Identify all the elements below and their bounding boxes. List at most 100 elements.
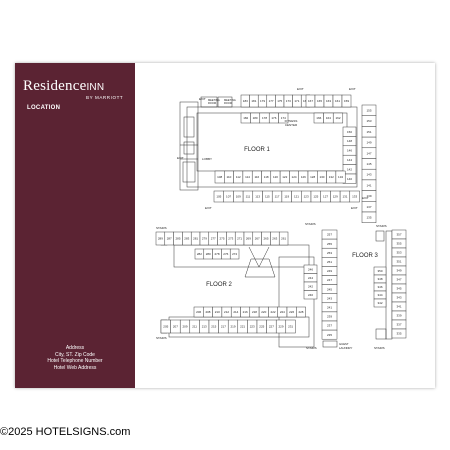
address-line: Hotel Web Address — [53, 364, 97, 371]
room-166: 166 — [313, 112, 324, 124]
svg-text:171: 171 — [294, 99, 299, 103]
svg-text:207: 207 — [173, 325, 178, 329]
svg-text:281: 281 — [193, 237, 198, 241]
svg-text:139: 139 — [366, 194, 371, 198]
svg-text:146: 146 — [347, 149, 352, 153]
svg-text:231: 231 — [288, 325, 293, 329]
svg-text:144: 144 — [347, 158, 352, 162]
room-253: 253 — [321, 247, 338, 258]
room-245: 245 — [321, 284, 338, 294]
svg-text:239: 239 — [327, 315, 332, 319]
room-114: 114 — [242, 170, 253, 184]
brand-sub: BY MARRIOTT — [86, 95, 124, 100]
svg-text:246: 246 — [308, 267, 313, 271]
room-274: 274 — [229, 248, 240, 260]
room-176: 176 — [268, 112, 279, 124]
svg-text:267: 267 — [255, 237, 260, 241]
svg-text:153: 153 — [366, 119, 371, 123]
svg-text:124: 124 — [292, 175, 297, 179]
room-147: 147 — [361, 147, 377, 159]
svg-text:283: 283 — [184, 237, 189, 241]
room-141: 141 — [361, 179, 377, 191]
room-244: 244 — [303, 273, 318, 283]
brand-name: ResidenceINN — [23, 78, 105, 94]
svg-text:127: 127 — [323, 195, 328, 199]
room-217: 217 — [218, 319, 229, 334]
room-278: 278 — [212, 248, 222, 260]
room-130: 130 — [317, 170, 327, 184]
svg-text:148: 148 — [347, 139, 352, 143]
room-167: 167 — [305, 94, 316, 108]
room-287: 287 — [164, 231, 174, 246]
svg-text:214: 214 — [233, 310, 238, 314]
room-113: 113 — [252, 190, 263, 203]
svg-text:145: 145 — [366, 162, 371, 166]
svg-text:216: 216 — [243, 310, 248, 314]
svg-text:348: 348 — [377, 277, 382, 281]
svg-text:222: 222 — [271, 310, 276, 314]
svg-text:343: 343 — [396, 296, 401, 300]
svg-text:277: 277 — [211, 237, 216, 241]
room-280: 280 — [203, 248, 213, 260]
room-281: 281 — [190, 231, 201, 246]
room-150: 150 — [342, 126, 357, 137]
meeting-room-label-b2: ROOM — [208, 101, 216, 105]
labels-layer: MEETINGROOMMEETINGROOMFITNESSCENTERLOBBY… — [156, 87, 387, 350]
svg-text:115: 115 — [265, 195, 270, 199]
room-222: 222 — [268, 306, 278, 318]
svg-text:273: 273 — [228, 237, 233, 241]
svg-text:346: 346 — [377, 285, 382, 289]
svg-text:166: 166 — [316, 116, 321, 120]
room-131: 131 — [339, 190, 351, 203]
svg-text:249: 249 — [327, 269, 332, 273]
svg-text:278: 278 — [214, 252, 219, 256]
room-110: 110 — [224, 170, 234, 184]
svg-text:114: 114 — [245, 175, 250, 179]
sidebar: ResidenceINN BY MARRIOTT LOCATION Addres… — [15, 63, 135, 388]
room-228: 228 — [296, 306, 306, 318]
svg-text:228: 228 — [298, 310, 303, 314]
stairs-label-6: STAIRS — [374, 346, 385, 350]
room-265: 265 — [261, 231, 271, 246]
svg-text:161: 161 — [335, 99, 340, 103]
room-213: 213 — [199, 319, 210, 334]
room-263: 263 — [270, 231, 280, 246]
room-343: 343 — [391, 292, 407, 303]
room-162: 162 — [332, 112, 344, 124]
svg-text:131: 131 — [342, 195, 347, 199]
room-346: 346 — [373, 282, 387, 292]
room-209: 209 — [179, 319, 191, 334]
room-355: 355 — [391, 238, 407, 249]
room-227: 227 — [266, 319, 277, 334]
location-label: LOCATION — [27, 105, 61, 111]
svg-text:150: 150 — [347, 130, 352, 134]
svg-text:130: 130 — [319, 175, 324, 179]
room-109: 109 — [233, 190, 244, 203]
svg-text:128: 128 — [310, 175, 315, 179]
svg-text:176: 176 — [271, 116, 276, 120]
room-211: 211 — [189, 319, 200, 334]
room-251: 251 — [321, 257, 338, 267]
room-349: 349 — [391, 265, 407, 276]
room-116: 116 — [251, 170, 262, 184]
svg-text:183: 183 — [243, 99, 248, 103]
meeting-room-label-2: ROOM — [224, 101, 232, 105]
room-137: 137 — [361, 201, 377, 213]
room-177: 177 — [266, 94, 276, 108]
svg-text:255: 255 — [327, 242, 332, 246]
svg-text:205: 205 — [163, 325, 168, 329]
svg-text:215: 215 — [211, 325, 216, 329]
svg-text:253: 253 — [327, 251, 332, 255]
room-275: 275 — [217, 231, 227, 246]
stairs-label-1: STAIRS — [156, 226, 167, 230]
room-148: 148 — [342, 136, 357, 147]
room-214: 214 — [230, 306, 241, 318]
stairs-label-2: STAIRS — [305, 222, 316, 226]
svg-text:140: 140 — [347, 177, 352, 181]
room-223: 223 — [247, 319, 258, 334]
svg-text:342: 342 — [377, 301, 382, 305]
svg-text:226: 226 — [289, 310, 294, 314]
svg-text:179: 179 — [260, 99, 265, 103]
svg-text:177: 177 — [269, 99, 274, 103]
